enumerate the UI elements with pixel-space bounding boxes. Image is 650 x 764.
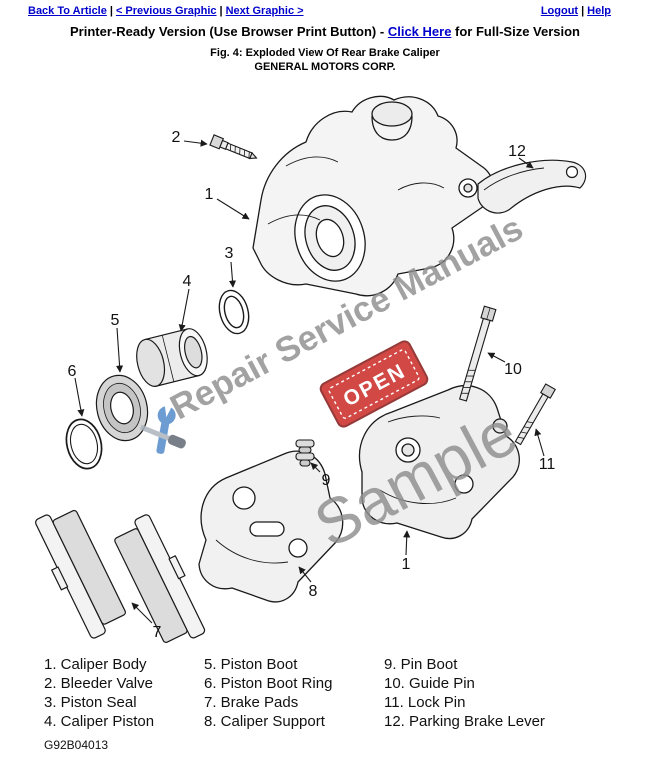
callout-number-10: 10 — [504, 361, 522, 378]
callout-number-2: 2 — [172, 129, 181, 146]
click-here-link[interactable]: Click Here — [387, 24, 452, 39]
piston-boot-part — [95, 374, 149, 442]
piston-seal-part — [218, 289, 250, 335]
legend-column-1: 1. Caliper Body 2. Bleeder Valve 3. Pist… — [44, 655, 154, 731]
callout-number-7: 7 — [153, 624, 162, 641]
legend-item: 10. Guide Pin — [384, 675, 475, 692]
lock-pin-part — [514, 383, 557, 446]
legend-column-3: 9. Pin Boot 10. Guide Pin 11. Lock Pin 1… — [384, 655, 545, 731]
pin-boot-part — [295, 439, 315, 467]
legend-item: 4. Caliper Piston — [44, 713, 155, 730]
help-link[interactable]: Help — [587, 5, 611, 17]
figure-caption: Fig. 4: Exploded View Of Rear Brake Cali… — [210, 47, 440, 59]
back-to-article-link[interactable]: Back To Article — [28, 5, 107, 17]
logout-link[interactable]: Logout — [540, 5, 579, 17]
callout-number-1: 1 — [205, 186, 214, 203]
leader-line — [228, 261, 237, 288]
legend-item: 2. Bleeder Valve — [44, 675, 153, 692]
legend-column-2: 5. Piston Boot 6. Piston Boot Ring 7. Br… — [204, 655, 332, 731]
fullsize-text: for Full-Size Version — [451, 24, 580, 39]
previous-graphic-link[interactable]: < Previous Graphic — [115, 5, 217, 17]
leader-line — [183, 139, 208, 147]
leader-line — [178, 288, 190, 332]
nav-left: Back To Article|< Previous Graphic|Next … — [28, 5, 304, 17]
guide-pin-part — [458, 305, 497, 402]
separator: | — [109, 5, 113, 17]
tools-icon — [139, 403, 186, 454]
caliper-piston-part — [136, 328, 208, 387]
callout-number-9: 9 — [322, 472, 331, 489]
nav-right: Logout|Help — [541, 5, 611, 17]
caliper-assembly-part — [358, 385, 520, 540]
legend-item: 3. Piston Seal — [44, 694, 137, 711]
printer-ready-line: Printer-Ready Version (Use Browser Print… — [0, 24, 650, 39]
legend-item: 1. Caliper Body — [44, 656, 147, 673]
legend-item: 8. Caliper Support — [204, 713, 325, 730]
leader-line — [298, 566, 312, 583]
leader-line — [403, 530, 411, 556]
separator: | — [219, 5, 223, 17]
top-navigation: Back To Article|< Previous Graphic|Next … — [0, 0, 650, 17]
legend-item: 6. Piston Boot Ring — [204, 675, 333, 692]
next-graphic-link[interactable]: Next Graphic > — [225, 5, 304, 17]
company-name: GENERAL MOTORS CORP. — [254, 61, 396, 73]
leader-line — [310, 462, 321, 473]
callout-number-11: 11 — [539, 456, 556, 473]
callout-number-8: 8 — [309, 583, 318, 600]
figure-part-code: G92B04013 — [44, 738, 109, 752]
callout-number-3: 3 — [225, 245, 234, 262]
legend-item: 12. Parking Brake Lever — [384, 713, 545, 730]
separator: | — [581, 5, 585, 17]
leader-lines — [74, 139, 545, 624]
brake-pads-part — [35, 509, 206, 643]
legend-item: 11. Lock Pin — [384, 694, 466, 711]
brake-caliper-exploded-diagram: 2 1 12 3 4 5 6 10 11 9 8 7 1 Repair Serv… — [35, 95, 587, 643]
legend-item: 9. Pin Boot — [384, 656, 458, 673]
caliper-body-part — [252, 95, 494, 297]
leader-line — [534, 428, 545, 457]
callout-number-12: 12 — [508, 143, 526, 160]
callout-number-6: 6 — [68, 363, 77, 380]
callout-numbers: 2 1 12 3 4 5 6 10 11 9 8 7 1 — [68, 129, 556, 641]
piston-boot-ring-part — [65, 418, 103, 470]
open-sign: OPEN — [319, 340, 429, 428]
leader-line — [74, 377, 85, 417]
leader-line — [216, 198, 250, 220]
leader-line — [115, 327, 124, 373]
caliper-support-part — [198, 450, 344, 603]
leader-line — [518, 157, 534, 169]
legend-item: 5. Piston Boot — [204, 656, 298, 673]
leader-line — [487, 352, 506, 363]
bleeder-valve-part — [209, 134, 258, 160]
parking-brake-lever-part — [477, 159, 587, 214]
printer-ready-text: Printer-Ready Version (Use Browser Print… — [69, 24, 388, 39]
legend-item: 7. Brake Pads — [204, 694, 299, 711]
callout-number-4: 4 — [183, 273, 192, 290]
callout-number-5: 5 — [111, 312, 120, 329]
leader-line — [131, 602, 153, 624]
callout-number-1b: 1 — [402, 556, 411, 573]
